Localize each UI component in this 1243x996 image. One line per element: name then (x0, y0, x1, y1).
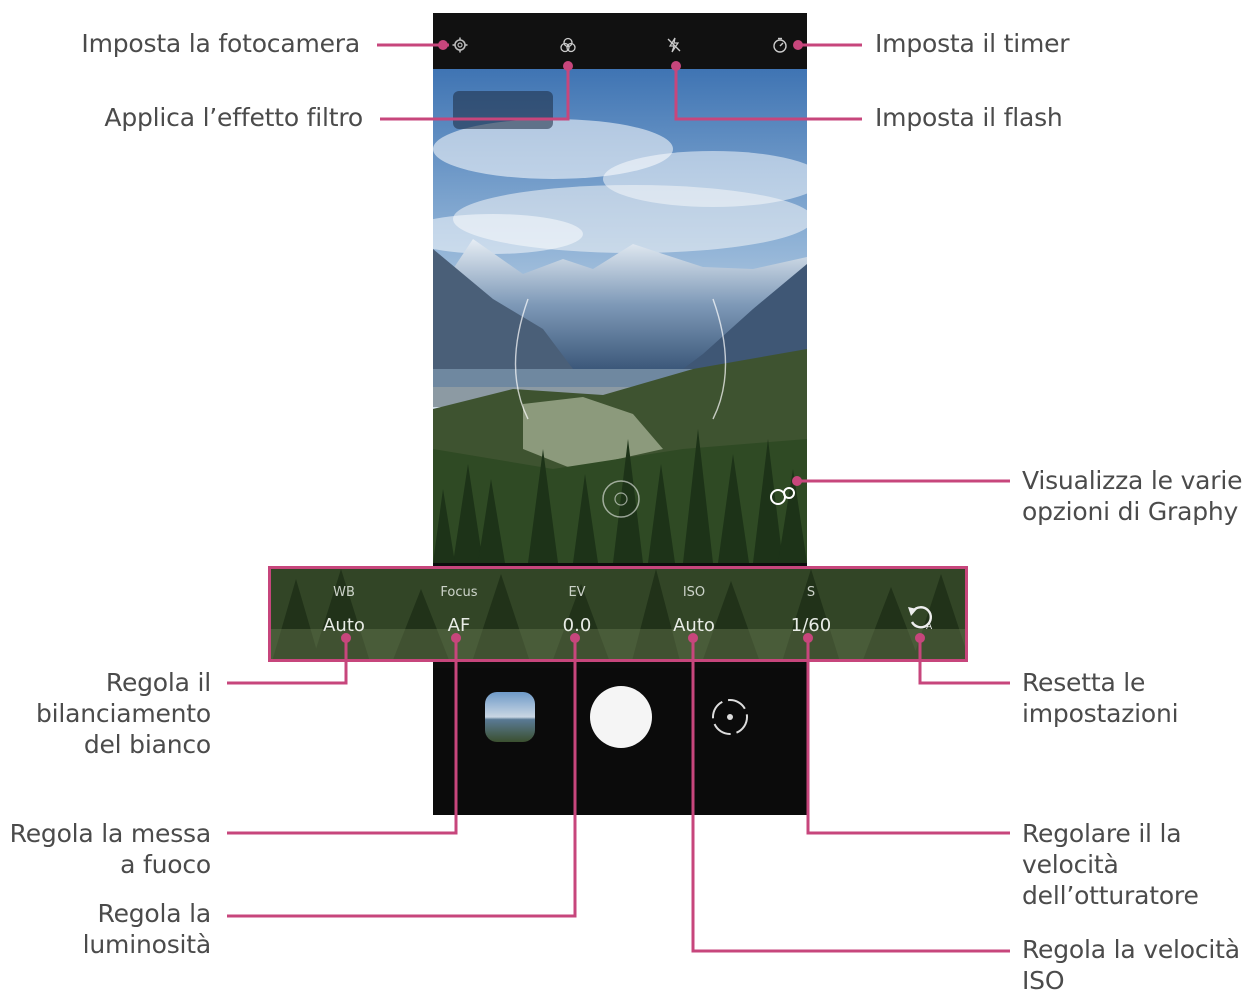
gallery-thumbnail[interactable] (485, 692, 535, 742)
manual-controls-strip: A WB Auto Focus AF EV 0.0 ISO Auto S 1/6… (268, 566, 968, 662)
svg-text:A: A (926, 622, 933, 632)
graphy-icon[interactable] (770, 487, 795, 505)
camera-viewfinder[interactable] (433, 69, 807, 563)
iso-value: Auto (673, 615, 715, 636)
label-iso: Regola la velocità ISO (1022, 935, 1240, 995)
label-shutter-speed: Regolare il la velocità dell’otturatore (1022, 819, 1199, 910)
ev-title: EV (568, 585, 586, 600)
reset-icon[interactable]: A (908, 606, 933, 632)
leader-focus (227, 638, 458, 835)
label-graphy: Visualizza le varie opzioni di Graphy (1022, 466, 1243, 526)
switch-camera-icon[interactable] (712, 699, 748, 735)
iso-title: ISO (682, 585, 706, 600)
shutter-speed-title: S (806, 585, 816, 600)
focus-value: AF (447, 615, 471, 636)
label-camera-settings: Imposta la fotocamera (81, 29, 360, 58)
leader-shutter (806, 638, 1010, 835)
label-white-balance: Regola il bilanciamento del bianco (35, 668, 211, 759)
label-reset: Resetta le impostazioni (1022, 668, 1179, 728)
shutter-speed-value: 1/60 (790, 615, 832, 636)
label-focus: Regola la messa a fuoco (9, 819, 212, 879)
label-filter: Applica l’effetto filtro (104, 103, 363, 132)
ev-value: 0.0 (562, 615, 592, 636)
shutter-button[interactable] (590, 686, 652, 748)
label-flash: Imposta il flash (875, 103, 1063, 132)
filter-icon[interactable] (560, 37, 576, 53)
flash-off-icon[interactable] (666, 37, 682, 53)
label-brightness: Regola la luminosità (82, 899, 212, 959)
wb-title: WB (333, 585, 355, 600)
focus-title: Focus (440, 585, 478, 600)
phone-screen (433, 13, 807, 815)
wb-value: Auto (323, 615, 365, 636)
camera-bottom-bar (433, 668, 807, 815)
camera-top-bar (433, 13, 807, 69)
label-timer: Imposta il timer (875, 29, 1070, 58)
gear-icon[interactable] (452, 37, 468, 53)
timer-icon[interactable] (772, 37, 788, 53)
